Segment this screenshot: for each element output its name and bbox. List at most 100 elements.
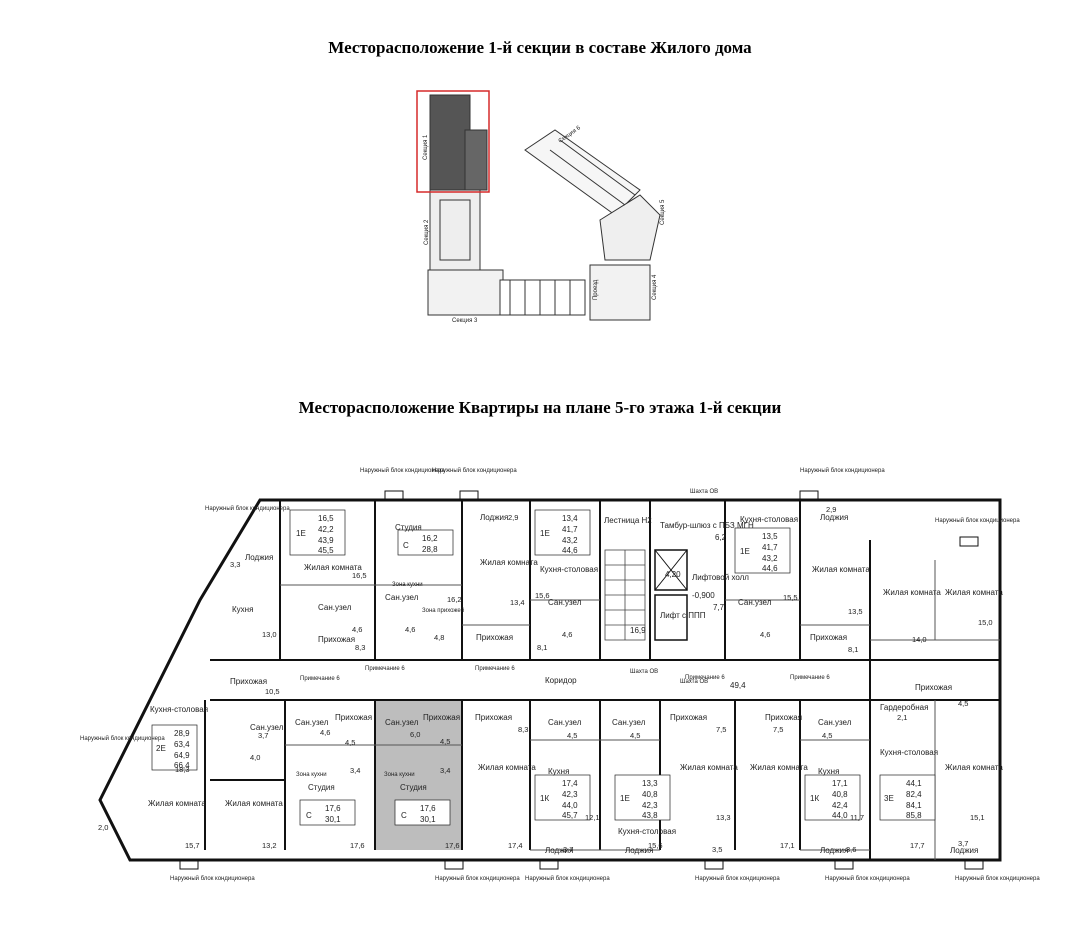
room-label: Сан.узел: [548, 718, 582, 727]
ac-unit-label: Наружный блок кондиционера: [825, 875, 910, 882]
note-label: Примечание 6: [475, 666, 515, 672]
apt-3-type: 1Е: [540, 529, 550, 538]
lift-hall-label: Лифтовой холл: [692, 573, 749, 582]
room-area: 4,5: [440, 737, 450, 746]
lift-label: Лифт с ППП: [660, 611, 706, 620]
shaft-label-2: Шахта ОВ: [630, 669, 658, 675]
room-area: 3,7: [563, 845, 573, 854]
room-area: 4,5: [345, 738, 355, 747]
apt-7-area-living: 17,6: [420, 804, 436, 813]
room-label: Кухня-столовая: [618, 827, 676, 836]
room-label: Кухня-столовая: [150, 705, 208, 714]
room-label: Сан.узел: [738, 598, 772, 607]
room-area: 2,0: [98, 823, 108, 832]
connector-block: [499, 279, 586, 316]
corridor-area: 49,4: [730, 681, 746, 690]
room-area: 17,4: [508, 841, 523, 850]
apt-10-type: 1К: [810, 794, 819, 803]
room-label: Лоджия: [480, 513, 508, 522]
room-label: Лоджия: [820, 513, 848, 522]
room-area: 4,5: [567, 731, 577, 740]
room-label: Жилая комната: [478, 763, 536, 772]
room-label: Лоджия: [820, 846, 848, 855]
room-area: 4,0: [250, 753, 260, 762]
section-4-block: [589, 264, 651, 321]
section-6-block: [524, 129, 641, 216]
vestibule-area: 6,2: [715, 533, 727, 542]
apt-11-area-total: 82,4: [906, 790, 922, 799]
room-label: Лоджия: [625, 846, 653, 855]
room-label: Лоджия: [245, 553, 273, 562]
apt-9-area-total: 40,8: [642, 790, 658, 799]
room-area: 4,6: [562, 630, 572, 639]
room-area: 13,2: [262, 841, 277, 850]
room-label: Жилая комната: [680, 763, 738, 772]
apt-8-area-loggia: 44,0: [562, 801, 578, 810]
room-area: 13,0: [262, 630, 277, 639]
apt-6-area-total: 30,1: [325, 815, 341, 824]
room-area: 2,1: [897, 713, 907, 722]
room-label: Кухня-столовая: [740, 515, 798, 524]
room-area: 2,9: [508, 513, 518, 522]
room-label: Жилая комната: [480, 558, 538, 567]
room-label: Сан.узел: [318, 603, 352, 612]
room-area: 4,6: [352, 625, 362, 634]
ac-unit-label: Наружный блок кондиционера: [205, 505, 290, 512]
room-label: Сан.узел: [385, 718, 419, 727]
ac-unit-label: Наружный блок кондиционера: [935, 517, 1020, 524]
stair-label: Лестница Н2: [604, 516, 652, 525]
apt-9-type: 1Е: [620, 794, 630, 803]
room-label: Зона кухни: [384, 772, 415, 778]
apt-7-type: С: [401, 811, 407, 820]
room-label: Студия: [400, 783, 427, 792]
room-area: 3,3: [230, 560, 240, 569]
room-area: 15,1: [970, 813, 985, 822]
ac-unit-label: Наружный блок кондиционера: [435, 875, 520, 882]
section-1-block: [429, 94, 471, 191]
room-label: Гардеробная: [880, 703, 928, 712]
note-label: Примечание 6: [790, 675, 830, 681]
room-area: 15,6: [535, 591, 550, 600]
room-label: Жилая комната: [304, 563, 362, 572]
section-2-block: [429, 189, 481, 271]
apt-1-area-total: 42,2: [318, 525, 334, 534]
ac-unit-label: Наружный блок кондиционера: [360, 467, 445, 474]
room-label: Жилая комната: [750, 763, 808, 772]
room-area: 8,3: [355, 643, 365, 652]
room-area: 15,7: [185, 841, 200, 850]
apt-10-area-living: 17,1: [832, 779, 848, 788]
room-area: 14,0: [912, 635, 927, 644]
apt-2-area-total: 28,8: [422, 545, 438, 554]
level-label: -0,900: [692, 591, 715, 600]
room-area: 15,5: [783, 593, 798, 602]
apt-5-area-total: 63,4: [174, 740, 190, 749]
room-area: 4,5: [822, 731, 832, 740]
apt-6-type: С: [306, 811, 312, 820]
room-area: 7,5: [716, 725, 726, 734]
apt-8-type: 1К: [540, 794, 549, 803]
room-area: 4,5: [630, 731, 640, 740]
lift-number: 4,20: [665, 570, 681, 579]
room-area: 3,7: [258, 731, 268, 740]
room-label: Прихожая: [476, 633, 513, 642]
room-label: Зона кухни: [392, 582, 423, 588]
apt-8-area-living: 17,4: [562, 779, 578, 788]
section-3-block: [427, 269, 504, 316]
apt-9-area-living: 13,3: [642, 779, 658, 788]
room-area: 13,5: [848, 607, 863, 616]
apt-8-area-full: 45,7: [562, 811, 578, 820]
ac-unit-label: Наружный блок кондиционера: [955, 875, 1040, 882]
room-label: Прихожая: [318, 635, 355, 644]
section-1-highlight: [416, 90, 490, 193]
room-area: 17,7: [910, 841, 925, 850]
label-section-5: Секция 5: [660, 199, 666, 225]
label-section-1: Секция 1: [423, 134, 429, 160]
apt-3-area-living: 13,4: [562, 514, 578, 523]
apt-3-area-full: 44,6: [562, 546, 578, 555]
apt-8-area-total: 42,3: [562, 790, 578, 799]
room-area: 4,6: [405, 625, 415, 634]
label-section-2: Секция 2: [424, 219, 430, 245]
apt-6-area-living: 17,6: [325, 804, 341, 813]
apt-4-area-living: 13,5: [762, 532, 778, 541]
apt-1-type: 1Е: [296, 529, 306, 538]
